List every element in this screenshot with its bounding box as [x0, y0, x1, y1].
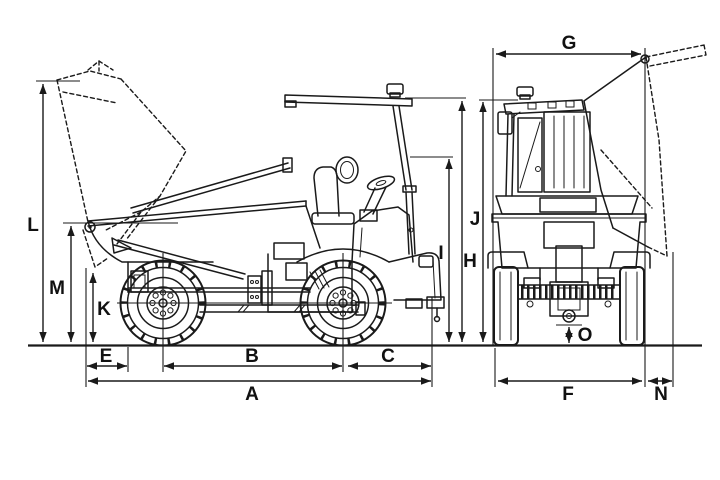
dim-label-L: L: [27, 215, 39, 236]
dimension-C: C: [348, 346, 431, 370]
rear-view-machine: [487, 86, 651, 346]
dim-label-F: F: [562, 384, 574, 405]
dim-label-I: I: [438, 243, 443, 264]
dimensions: L M K E B C A I: [27, 33, 672, 405]
dimension-A: A: [88, 377, 431, 405]
side-view-tipped-skip: [56, 60, 187, 268]
dim-label-H: H: [463, 251, 477, 272]
dim-label-A: A: [245, 384, 259, 405]
dimension-E: E: [87, 346, 127, 370]
dimension-G: G: [496, 33, 641, 58]
dimension-I: I: [438, 159, 453, 342]
dim-label-G: G: [562, 33, 577, 54]
dim-label-B: B: [245, 346, 259, 367]
dim-label-E: E: [100, 346, 113, 367]
dimension-L: L: [27, 84, 47, 342]
dimension-F: F: [498, 377, 642, 405]
dimension-M: M: [49, 226, 75, 342]
dim-label-N: N: [654, 384, 668, 405]
rear-left-wheel: [493, 266, 519, 346]
rear-view-tipped-skip: [583, 44, 707, 257]
rear-right-wheel: [619, 266, 645, 346]
dimension-N: N: [648, 377, 672, 405]
dimension-B: B: [164, 346, 342, 370]
dimension-H: H: [458, 101, 477, 342]
dimension-O: O: [565, 325, 593, 346]
dim-label-O: O: [578, 325, 593, 346]
dim-label-K: K: [97, 299, 111, 320]
dim-label-J: J: [470, 209, 481, 230]
dimension-J: J: [470, 102, 487, 342]
extension-lines: [36, 48, 674, 387]
dim-label-C: C: [381, 346, 395, 367]
dim-label-M: M: [49, 278, 65, 299]
dimension-K: K: [89, 273, 111, 342]
